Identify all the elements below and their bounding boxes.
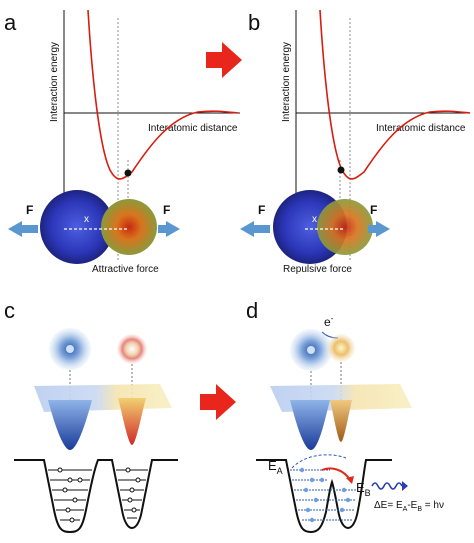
panel-d-orbital-orange — [327, 334, 355, 362]
panel-a-force-left: F — [26, 203, 33, 217]
panel-a-force-right: F — [163, 203, 170, 217]
panel-d-photon-wave — [371, 482, 403, 490]
electron-dot — [309, 517, 315, 523]
panel-a-xlabel: Interatomic distance — [148, 123, 238, 134]
panel-c-levels-left — [48, 467, 92, 523]
panel-c-energy-wells — [14, 459, 178, 534]
panel-a-atom-left — [40, 190, 114, 264]
panel-c-nucleus-blue — [66, 345, 74, 353]
panel-c-well-red — [118, 398, 146, 445]
panel-a-force-arrow-right — [158, 221, 180, 237]
panel-b-force-left: F — [258, 203, 265, 217]
electron-dot — [135, 477, 141, 483]
panel-b-position-dot — [337, 166, 345, 174]
electron-dot — [72, 497, 78, 503]
panel-b-xlabel: Interatomic distance — [376, 123, 466, 134]
panel-b-force-right: F — [370, 203, 377, 217]
panel-b-label: b — [248, 10, 260, 35]
panel-a-distance-label: x — [84, 214, 89, 225]
panel-d-transition-arrowhead — [346, 476, 354, 484]
panel-d-label: d — [246, 298, 258, 323]
panel-b-atom-right — [317, 199, 373, 255]
electron-dot — [65, 507, 71, 513]
panel-a-force-arrow-left — [8, 221, 38, 237]
panel-d: d e- — [246, 298, 444, 534]
panel-a-ylabel: Interaction energy — [49, 42, 60, 122]
panel-d-well-blue — [290, 400, 330, 450]
panel-b-caption: Repulsive force — [283, 264, 352, 275]
panel-d-tunnel-path — [291, 454, 347, 469]
panel-d-well-brown — [330, 400, 352, 442]
panel-b: b Interaction energy Interatomic distanc… — [240, 9, 471, 275]
panel-b-distance-label: x — [312, 214, 317, 225]
electron-dot — [62, 487, 68, 493]
electron-dot — [303, 487, 309, 493]
electron-dot — [67, 477, 73, 483]
panel-b-ylabel: Interaction energy — [281, 42, 292, 122]
panel-c-levels-right — [116, 467, 148, 519]
panel-d-energy-a: EA — [268, 458, 283, 476]
electron-dot — [131, 507, 137, 513]
panel-c-orbital-red — [117, 334, 147, 364]
panel-d-nucleus-blue — [307, 346, 315, 354]
electron-dot — [313, 497, 319, 503]
electron-dot — [127, 497, 133, 503]
transition-arrow-top — [206, 42, 242, 78]
panel-c: c — [4, 298, 178, 534]
electron-dot — [345, 497, 351, 503]
panel-a-energy-curve — [87, 9, 239, 180]
electron-dot — [129, 487, 135, 493]
panel-b-force-arrow-right — [368, 221, 390, 237]
panel-a-position-dot — [124, 169, 132, 177]
electron-dot — [319, 477, 325, 483]
electron-dot — [125, 467, 131, 473]
panel-c-well-blue — [48, 400, 92, 450]
panel-a: a Interaction energy Interatomic distanc… — [4, 9, 240, 275]
panel-d-photon-arrowhead — [402, 481, 408, 491]
electron-dot — [341, 487, 347, 493]
panel-a-atom-right — [101, 199, 157, 255]
panel-c-label: c — [4, 298, 15, 323]
panel-a-caption: Attractive force — [92, 264, 159, 275]
panel-d-electron-label: e- — [324, 314, 334, 329]
panel-d-equation: ΔE= EA-EB = hν — [374, 500, 444, 513]
panel-b-force-arrow-left — [240, 221, 270, 237]
electron-dot — [299, 467, 305, 473]
panel-a-label: a — [4, 10, 17, 35]
electron-dot — [57, 467, 63, 473]
electron-dot — [77, 477, 83, 483]
panel-d-energy-b: EB — [356, 480, 371, 498]
panel-d-levels — [290, 467, 356, 523]
transition-arrow-bottom — [200, 384, 236, 420]
electron-dot — [309, 477, 315, 483]
electron-dot — [69, 517, 75, 523]
electron-dot — [339, 507, 345, 513]
electron-dot — [305, 507, 311, 513]
panel-d-energy-wells — [256, 459, 392, 534]
panel-b-energy-curve — [319, 9, 471, 180]
